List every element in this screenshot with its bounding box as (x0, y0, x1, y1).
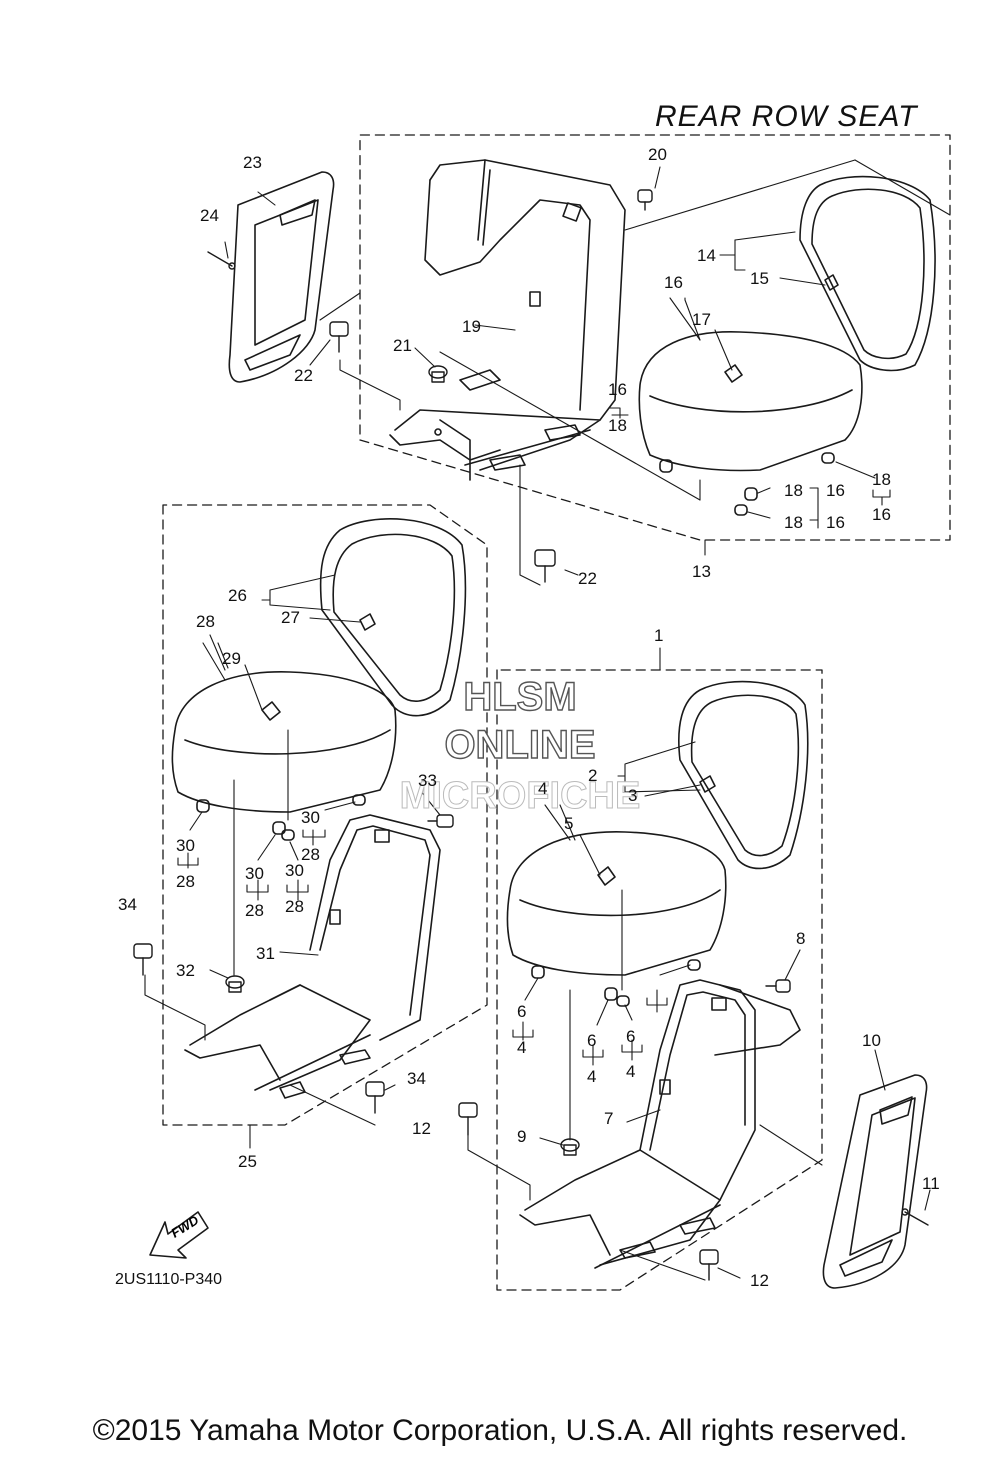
watermark-line-1: HLSM (463, 674, 578, 719)
callout: 12 (750, 1271, 769, 1290)
rear-side-panel (228, 171, 335, 383)
callout: 5 (564, 814, 574, 833)
callout: 9 (517, 1127, 527, 1146)
callout: 6 (626, 1027, 636, 1046)
callout: 25 (238, 1152, 257, 1171)
callout: 28 (301, 845, 320, 864)
right-seat-frame (519, 979, 801, 1269)
callout: 28 (245, 901, 264, 920)
callout: 16 (608, 380, 627, 399)
callout: 18 (784, 513, 803, 532)
callout: 34 (407, 1069, 426, 1088)
callout: 8 (796, 929, 806, 948)
callout: 20 (648, 145, 667, 164)
callout: 18 (608, 416, 627, 435)
callout: 4 (538, 779, 548, 798)
callout: 30 (176, 836, 195, 855)
callout: 1 (654, 626, 664, 645)
right-seat-assembly-outline (496, 669, 823, 1291)
callout: 34 (118, 895, 137, 914)
callout: 16 (826, 513, 845, 532)
callout: 22 (294, 366, 313, 385)
callout: 4 (626, 1062, 636, 1081)
watermark-line-2: ONLINE (444, 722, 597, 767)
callout: 3 (628, 786, 638, 805)
callout: 33 (418, 771, 437, 790)
callout: 28 (196, 612, 215, 631)
rear-seat-backrest (799, 175, 936, 372)
callout: 15 (750, 269, 769, 288)
callout: 17 (692, 310, 711, 329)
callout: 18 (872, 470, 891, 489)
callout: 30 (285, 861, 304, 880)
right-seat-backrest (678, 680, 809, 870)
callout: 6 (517, 1002, 527, 1021)
callout: 6 (587, 1031, 597, 1050)
callout: 26 (228, 586, 247, 605)
callout: 16 (664, 273, 683, 292)
callout: 30 (301, 808, 320, 827)
callout: 24 (200, 206, 219, 225)
right-side-panel (822, 1074, 928, 1289)
callout: 28 (176, 872, 195, 891)
callout: 31 (256, 944, 275, 963)
callout: 7 (604, 1109, 614, 1128)
callout: 19 (462, 317, 481, 336)
leader-lines (144, 159, 951, 1281)
callout: 23 (243, 153, 262, 172)
callout: 13 (692, 562, 711, 581)
left-seat-backrest (319, 518, 467, 717)
drawing-code: 2US1110-P340 (115, 1271, 223, 1288)
rear-seat-cushion (638, 331, 863, 516)
callout: 16 (872, 505, 891, 524)
watermark-line-3: MICROFICHE (399, 775, 641, 818)
left-seat-frame (184, 814, 441, 1099)
callout: 21 (393, 336, 412, 355)
callout: 30 (245, 864, 264, 883)
callout: 4 (517, 1038, 527, 1057)
copyright-notice: ©2015 Yamaha Motor Corporation, U.S.A. A… (92, 1414, 908, 1447)
callout: 12 (412, 1119, 431, 1138)
callout: 14 (697, 246, 716, 265)
callout: 22 (578, 569, 597, 588)
fasteners (133, 189, 929, 1281)
callout: 32 (176, 961, 195, 980)
callout: 10 (862, 1031, 881, 1050)
fwd-arrow-icon (149, 1211, 209, 1259)
diagram-heading: REAR ROW SEAT (655, 100, 918, 133)
callout: 27 (281, 608, 300, 627)
callout: 2 (588, 766, 598, 785)
callout: 16 (826, 481, 845, 500)
callout: 29 (222, 649, 241, 668)
right-seat-cushion (506, 831, 727, 1007)
callout: 18 (784, 481, 803, 500)
callout: 28 (285, 897, 304, 916)
left-seat-assembly-outline (162, 504, 488, 1126)
callout: 11 (922, 1174, 940, 1193)
callout: 4 (587, 1067, 597, 1086)
rear-seat-frame (389, 159, 626, 481)
rear-seat-assembly-outline (359, 134, 951, 541)
